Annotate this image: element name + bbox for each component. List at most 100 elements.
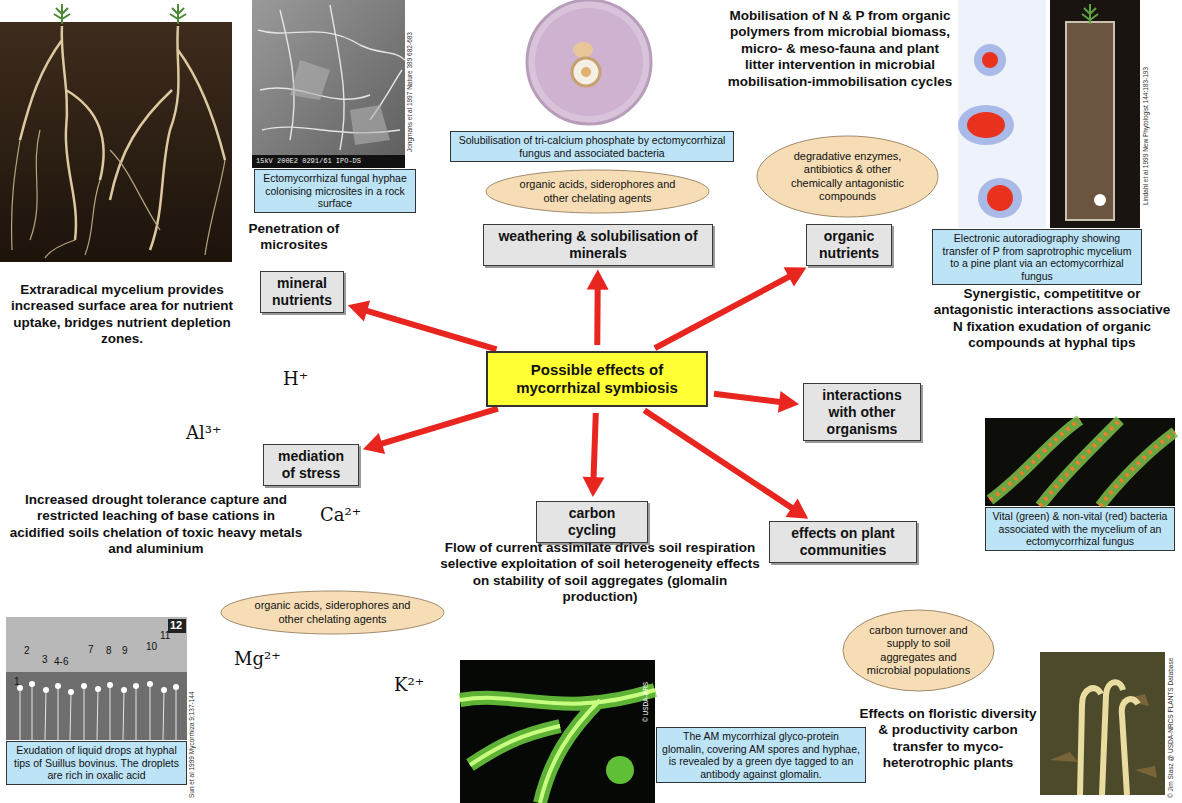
photo-caption-box: Electronic autoradiography showing trans… [932,229,1142,285]
arrow-head [348,300,370,321]
arrow-shaft [655,276,790,348]
ion-symbol: K²⁺ [394,674,424,695]
p-signal [987,185,1013,211]
agent-oval: carbon turnover and supply to soil aggre… [842,609,995,692]
liquid-drops [20,684,176,692]
description-text: Penetration of microsites [242,221,346,254]
microcosm-tube [1066,22,1114,220]
arrow-shaft [644,410,792,508]
effect-arrow [583,413,605,497]
node-text: Vital (green) & non-vital (red) bacteria… [990,510,1170,548]
autoradiograph-panel [958,0,1046,228]
pine-seedling [1082,4,1098,24]
callout-number: 11 [160,630,170,641]
effect-arrow [363,409,498,454]
effect-box: mediation of stress [263,444,359,486]
ion-symbol: H⁺ [283,368,308,389]
clearing-zone [572,58,600,86]
node-text: carbon cycling [543,505,641,539]
callout-number: 12 [170,619,182,631]
photo-caption-box: The AM mycorrhizal glyco-protein glomali… [656,727,866,783]
effect-box: weathering & solubilisation of minerals [483,224,713,266]
callout-number: 10 [146,641,157,652]
photo-credit: Jongmans et al 1997 Nature 389 682-683 [407,32,414,152]
description-text: Synergistic, competititve or antagonisti… [928,286,1176,352]
arrow-head [785,499,808,519]
node-text: Ectomycorrhizal fungal hyphae colonising… [259,172,411,210]
description-text: Mobilisation of N & P from organic polym… [726,8,954,90]
arrow-head [363,433,385,454]
p-signal [982,52,998,68]
node-text: carbon turnover and supply to soil aggre… [865,624,973,677]
oval-text-holder: carbon turnover and supply to soil aggre… [865,624,973,677]
oval-shape [486,170,709,213]
effect-box: effects on plant communities [769,521,917,563]
effect-box: carbon cycling [536,501,648,543]
seedling [54,4,186,24]
agent-oval: organic acids, siderophores and other ch… [485,169,710,214]
saprotroph-inoculum [1094,194,1106,206]
arrow-shaft [366,311,496,350]
signal-halo [958,105,1014,145]
sem-info-strip [252,155,405,168]
plant-photo [1040,652,1165,795]
node-text: organic acids, siderophores and other ch… [253,599,413,625]
signal-halo [974,44,1006,76]
description-text: Effects on floristic diversity & product… [858,706,1038,772]
mycelium-strand [990,420,1175,506]
node-text: Solubilisation of tri-calcium phosphate … [455,134,729,159]
effect-arrow [714,391,799,413]
colony-centre [581,67,591,77]
callout-number: 8 [106,645,112,656]
photo-caption-box: Vital (green) & non-vital (red) bacteria… [985,507,1175,551]
microscope-info: 15kV 200E2 0291/61 IPO-DS [256,157,361,165]
sem-photo [252,0,405,168]
agent-oval: organic acids, siderophores and other ch… [220,590,445,635]
effect-arrow [644,410,808,518]
arrow-head [587,270,609,290]
petri-medium [535,8,643,116]
arrow-shaft [594,289,600,345]
soil-photo [0,22,232,262]
callout-number: 9 [122,645,128,656]
node-text: weathering & solubilisation of minerals [490,228,706,262]
photo-caption-box: Solubilisation of tri-calcium phosphate … [450,131,734,162]
effect-box: mineral nutrients [260,271,344,313]
callout-number: 1 [14,676,20,687]
oval-shape [757,136,938,217]
node-text: organic acids, siderophores and other ch… [518,178,678,204]
node-text: The AM mycorrhizal glyco-protein glomali… [661,730,861,780]
photo-caption-box: Exudation of liquid drops at hyphal tips… [6,741,187,785]
arrow-shaft [714,394,780,402]
fungal-hyphae [258,5,405,150]
description-text: Extraradical mycelium provides increased… [4,282,240,348]
myco-heterotrophic-plant [1080,682,1138,795]
fine-roots [12,130,225,258]
microcosm-photo [1050,0,1140,228]
central-box: Possible effects of mycorrhizal symbiosi… [486,351,708,407]
callout-number: 4-6 [54,656,68,667]
am-hyphae [460,690,655,803]
callout-number: 2 [24,645,30,656]
root-system [20,26,225,250]
node-text: degradative enzymes, antibiotics & other… [783,150,913,203]
ion-symbol: Ca²⁺ [320,504,361,525]
node-text: effects on plant communities [776,525,910,559]
number-box [168,619,186,633]
signal-halo [978,178,1022,218]
callout-number: 3 [42,654,48,665]
oval-text-holder: organic acids, siderophores and other ch… [253,599,413,625]
arrow-shaft [594,413,596,478]
bacteria-dots [990,420,1175,506]
photo-caption-box: Ectomycorrhizal fungal hyphae colonising… [254,169,416,213]
description-text: Flow of current assimilate drives soil r… [440,540,760,606]
agent-oval: degradative enzymes, antibiotics & other… [756,135,939,218]
effect-arrow [587,270,609,345]
photo-credit: Lindahl et al 1999 New Phytologist 144:1… [1143,67,1150,205]
oval-text-holder: organic acids, siderophores and other ch… [518,178,678,204]
effect-box: organic nutrients [806,224,892,266]
bacteria-photo [985,418,1175,506]
node-text: organic nutrients [813,228,885,262]
oval-shape [221,591,444,634]
arrow-head [778,391,799,413]
